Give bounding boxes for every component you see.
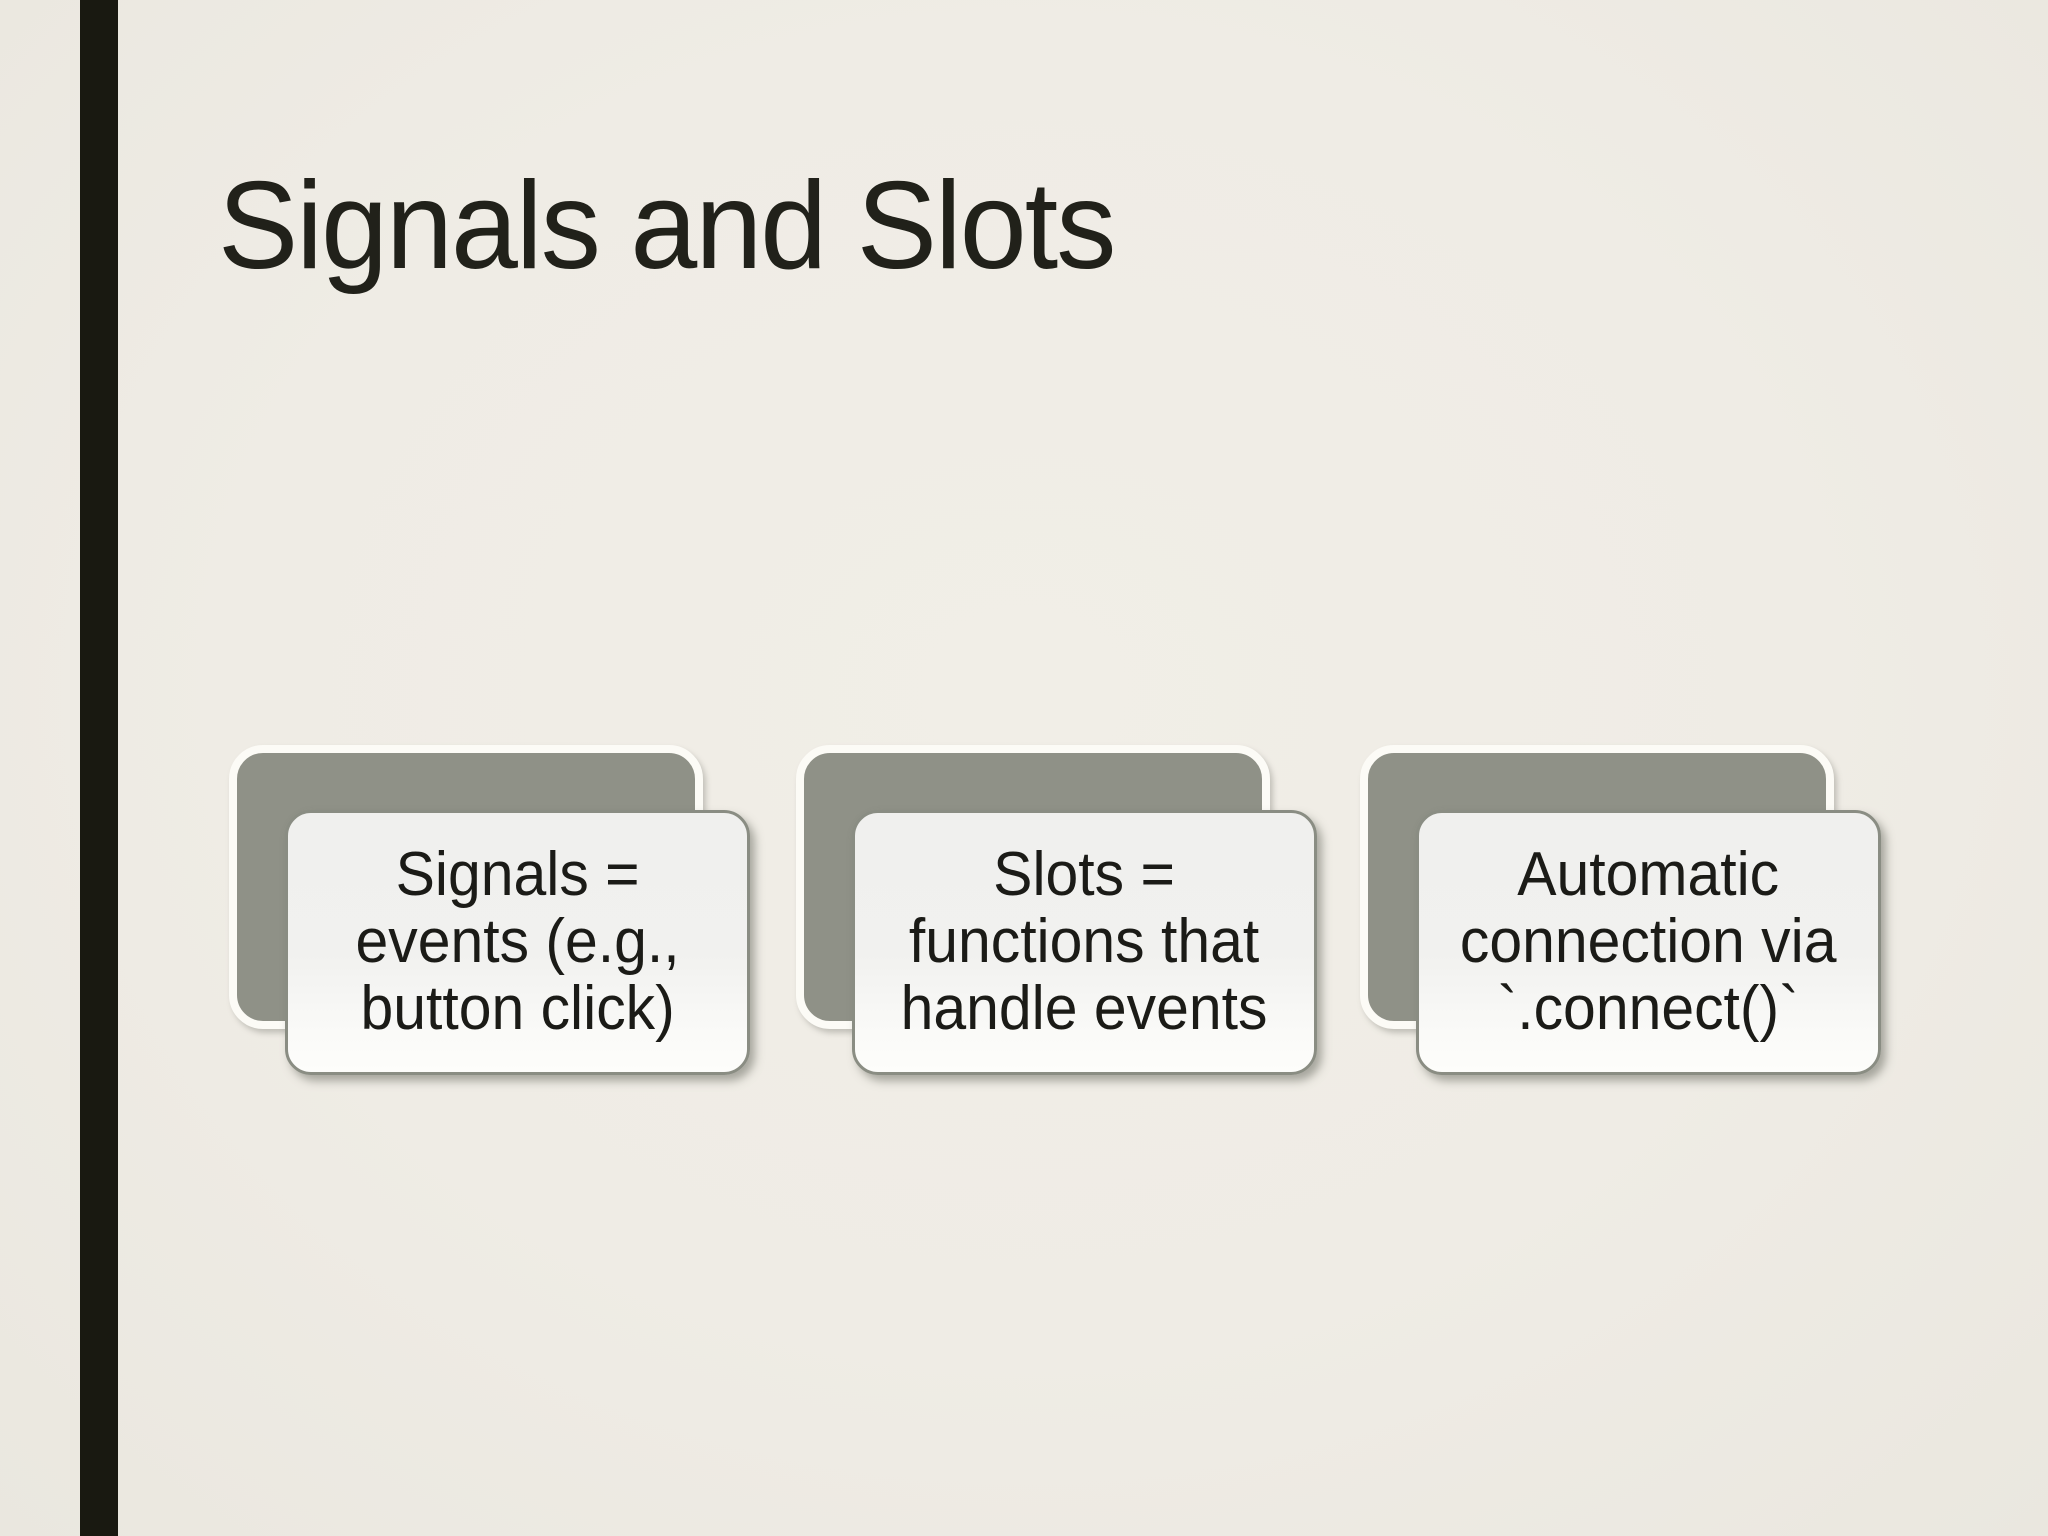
smartart-box-connect: Automatic connection via `.connect()`	[1360, 745, 2048, 1090]
box-line: connection via	[1460, 907, 1837, 977]
box-line: events (e.g.,	[355, 907, 680, 977]
box-line: Signals =	[395, 840, 640, 910]
box-line: handle events	[901, 973, 1268, 1043]
page-title: Signals and Slots	[218, 157, 1116, 295]
box-card: Signals = events (e.g., button click)	[285, 810, 750, 1075]
box-line: button click)	[360, 973, 675, 1043]
box-card: Automatic connection via `.connect()`	[1416, 810, 1881, 1075]
accent-bar	[80, 0, 118, 1536]
box-line: Automatic	[1517, 840, 1780, 910]
smartart-box-slots: Slots = functions that handle events	[796, 745, 1556, 1090]
box-line: `.connect()`	[1497, 973, 1800, 1043]
box-text: Slots = functions that handle events	[901, 840, 1268, 1043]
box-line: Slots =	[993, 840, 1176, 910]
box-line: functions that	[909, 907, 1260, 977]
box-text: Signals = events (e.g., button click)	[355, 840, 680, 1043]
box-text: Automatic connection via `.connect()`	[1460, 840, 1837, 1043]
smartart-box-signals: Signals = events (e.g., button click)	[229, 745, 989, 1090]
box-card: Slots = functions that handle events	[852, 810, 1317, 1075]
